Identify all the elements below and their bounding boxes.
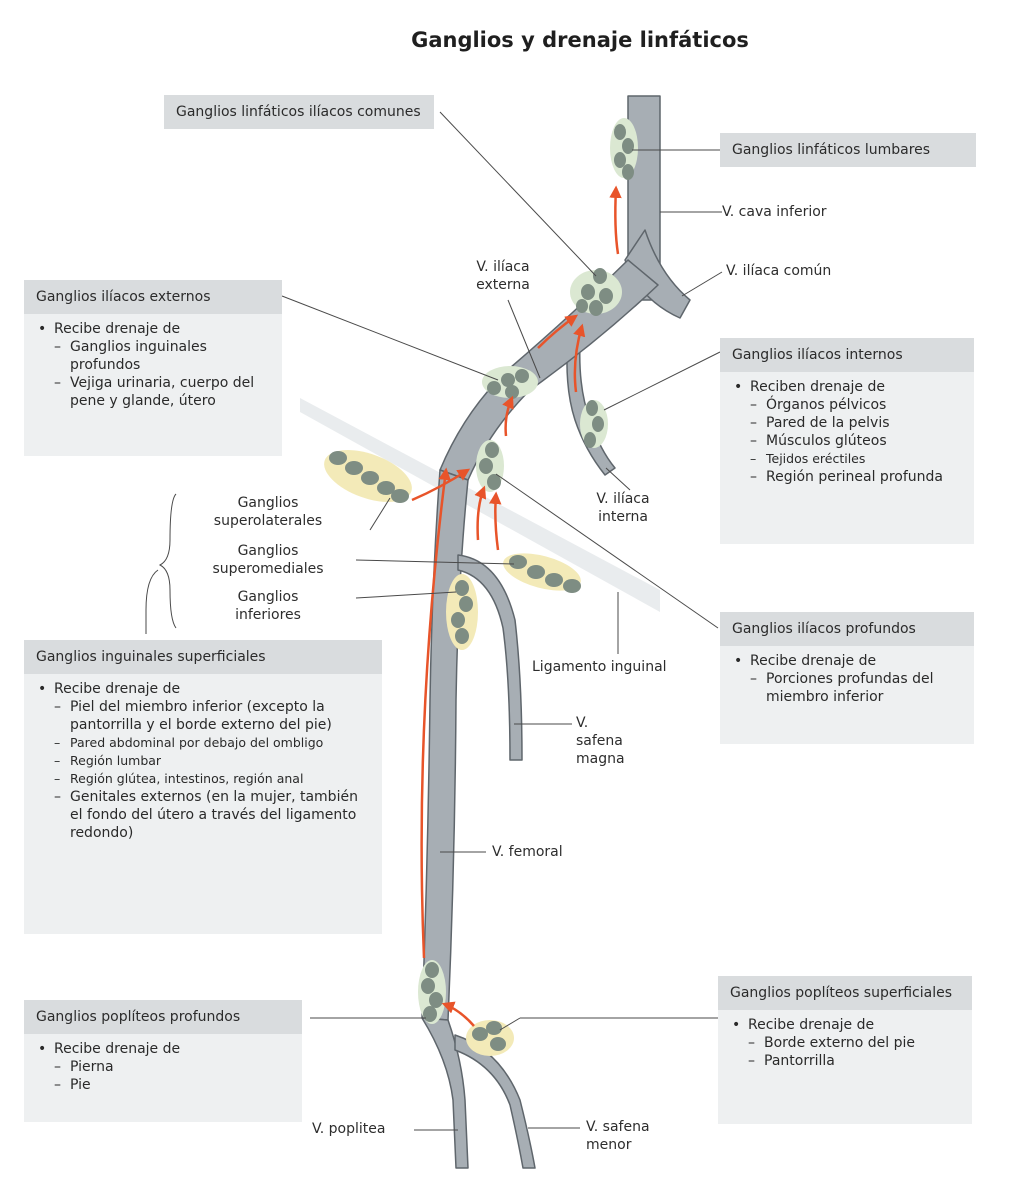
box-iliacos-externos-title: Ganglios ilíacos externos (24, 280, 282, 314)
box-inguinales-superficiales: Ganglios inguinales superficiales Recibe… (24, 640, 382, 934)
list-item: Región perineal profunda (734, 468, 962, 486)
list-item: Región lumbar (38, 752, 370, 770)
label-line: V. (576, 715, 589, 731)
box-popliteos-profundos-title: Ganglios poplíteos profundos (24, 1000, 302, 1034)
box-iliacos-profundos-bullet: Recibe drenaje de (734, 652, 962, 670)
box-popliteos-superficiales-bullet: Recibe drenaje de (732, 1016, 960, 1034)
list-item: Genitales externos (en la mujer, también… (38, 788, 370, 842)
box-inguinales-superficiales-bullet: Recibe drenaje de (38, 680, 370, 698)
drainage-arrows (411, 185, 622, 1027)
label-line: menor (586, 1137, 632, 1153)
box-iliacos-internos-title: Ganglios ilíacos internos (720, 338, 974, 372)
list-item: Piel del miembro inferior (excepto la pa… (38, 698, 370, 734)
list-item: Pierna (38, 1058, 290, 1076)
diagram-title: Ganglios y drenaje linfáticos (411, 28, 749, 52)
box-iliacos-externos-bullet: Recibe drenaje de (38, 320, 270, 338)
vena-femoral (421, 469, 469, 1021)
box-iliacos-profundos: Ganglios ilíacos profundos Recibe drenaj… (720, 612, 974, 744)
label-line: V. ilíaca (596, 491, 650, 507)
callout-lumbares: Ganglios linfáticos lumbares (720, 133, 976, 167)
box-popliteos-profundos-bullet: Recibe drenaje de (38, 1040, 290, 1058)
box-popliteos-profundos: Ganglios poplíteos profundos Recibe dren… (24, 1000, 302, 1122)
label-line: magna (576, 751, 625, 767)
vena-iliaca-interna (566, 317, 616, 476)
box-inguinales-superficiales-title: Ganglios inguinales superficiales (24, 640, 382, 674)
lymph-nodes (329, 124, 634, 1051)
list-item: Ganglios inguinales profundos (38, 338, 270, 374)
list-item: Porciones profundas del miembro inferior (734, 670, 962, 706)
label-line: safena (576, 733, 623, 749)
label-vena-iliaca-externa: V. ilíaca externa (458, 258, 548, 294)
label-line: interna (598, 509, 648, 525)
callout-lumbares-text: Ganglios linfáticos lumbares (720, 133, 976, 167)
box-iliacos-internos-bullet: Reciben drenaje de (734, 378, 962, 396)
list-item: Músculos glúteos (734, 432, 962, 450)
box-popliteos-superficiales: Ganglios poplíteos superficiales Recibe … (718, 976, 972, 1124)
list-item: Tejidos eréctiles (734, 450, 962, 468)
label-line: Ganglios (237, 589, 299, 605)
label-vena-safena-magna: V. safena magna (576, 714, 625, 768)
label-line: V. ilíaca (476, 259, 530, 275)
label-line: inferiores (235, 607, 301, 623)
callout-iliacos-comunes-text: Ganglios linfáticos ilíacos comunes (164, 95, 434, 129)
list-item: Región glútea, intestinos, región anal (38, 770, 370, 788)
callout-iliacos-comunes: Ganglios linfáticos ilíacos comunes (164, 95, 434, 129)
list-item: Pantorrilla (732, 1052, 960, 1070)
leader-lines (145, 111, 723, 1131)
label-ganglios-superomediales: Ganglios superomediales (180, 542, 356, 578)
label-ligamento-inguinal: Ligamento inguinal (532, 659, 667, 675)
list-item: Órganos pélvicos (734, 396, 962, 414)
box-popliteos-superficiales-title: Ganglios poplíteos superficiales (718, 976, 972, 1010)
label-ganglios-superolaterales: Ganglios superolaterales (180, 494, 356, 530)
list-item: Borde externo del pie (732, 1034, 960, 1052)
label-vena-iliaca-comun: V. ilíaca común (726, 263, 832, 279)
list-item: Pared de la pelvis (734, 414, 962, 432)
label-vena-safena-menor: V. safena menor (586, 1118, 650, 1154)
label-vena-femoral: V. femoral (492, 844, 563, 860)
vena-safena-magna (457, 554, 523, 761)
label-line: superomediales (212, 561, 324, 577)
label-line: V. safena (586, 1119, 650, 1135)
list-item: Pared abdominal por debajo del ombligo (38, 734, 370, 752)
box-iliacos-profundos-title: Ganglios ilíacos profundos (720, 612, 974, 646)
label-line: Ganglios (237, 543, 299, 559)
list-item: Vejiga urinaria, cuerpo del pene y gland… (38, 374, 270, 410)
box-iliacos-externos: Ganglios ilíacos externos Recibe drenaje… (24, 280, 282, 456)
box-iliacos-internos: Ganglios ilíacos internos Reciben drenaj… (720, 338, 974, 544)
label-line: superolaterales (213, 513, 323, 529)
label-line: externa (476, 277, 530, 293)
label-vena-cava-inferior: V. cava inferior (722, 204, 827, 220)
list-item: Pie (38, 1076, 290, 1094)
label-vena-iliaca-interna: V. ilíaca interna (590, 490, 656, 526)
vena-safena-menor (454, 1034, 536, 1169)
label-vena-poplitea: V. poplitea (312, 1121, 386, 1137)
label-line: Ganglios (237, 495, 299, 511)
label-ganglios-inferiores: Ganglios inferiores (180, 588, 356, 624)
